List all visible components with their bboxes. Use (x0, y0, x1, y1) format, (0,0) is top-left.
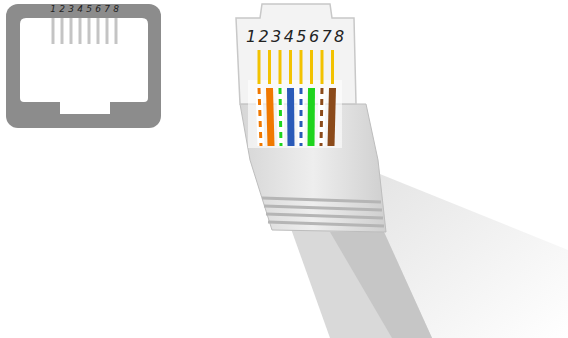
boot-ridge (262, 198, 381, 202)
pin-number: 4 (77, 5, 83, 14)
wire-stripe (280, 88, 281, 146)
boot-ridge (266, 214, 383, 218)
pin-number: 6 (95, 5, 101, 14)
wire-orange (270, 88, 272, 146)
wire-blue (287, 88, 295, 146)
pin-number: 3 (271, 29, 281, 45)
contact (310, 50, 313, 84)
jack-pin (115, 18, 118, 44)
contact (331, 50, 334, 84)
pin-number: 5 (86, 5, 92, 14)
wire-white-orange (259, 88, 261, 146)
jack-pin (70, 18, 73, 44)
contact (279, 50, 282, 84)
pin-number: 8 (113, 5, 119, 14)
contact (300, 50, 303, 84)
jack-body (6, 4, 161, 128)
wire-stripe (259, 88, 261, 146)
jack-pin (97, 18, 100, 44)
wire-white-brown (321, 88, 322, 146)
jack-pin (88, 18, 91, 44)
wire-stripe (321, 88, 322, 146)
jack-pin (79, 18, 82, 44)
boot-ridge (268, 222, 384, 226)
plug-contacts (259, 50, 333, 84)
jack-pin (52, 18, 55, 44)
jack-pin (106, 18, 109, 44)
pin-number: 3 (68, 5, 74, 14)
jack-opening (20, 18, 148, 114)
pin-number: 1 (50, 5, 56, 14)
pin-number: 4 (284, 29, 294, 45)
contact (321, 50, 324, 84)
wire-white-blue (298, 88, 305, 146)
pin-number: 5 (296, 29, 306, 45)
pin-number: 8 (334, 29, 344, 45)
plug-window (248, 80, 342, 148)
boot-ridges (262, 198, 384, 226)
cable-shade (330, 232, 432, 338)
pin-number: 7 (104, 5, 110, 14)
pin-number: 7 (322, 29, 332, 45)
contact (258, 50, 261, 84)
wire-white-green (280, 88, 281, 146)
jack-pins (53, 18, 116, 44)
jack-pin (61, 18, 64, 44)
pin-number: 6 (309, 29, 319, 45)
boot-ridge (264, 206, 382, 210)
pin-number: 2 (59, 5, 65, 14)
wire-green (308, 88, 316, 146)
contact (268, 50, 271, 84)
wire-brown (331, 88, 333, 146)
wire-stripe (300, 88, 303, 146)
pin-number: 2 (259, 29, 269, 45)
cable (290, 226, 432, 338)
contact (289, 50, 292, 84)
wires (259, 88, 333, 146)
pin-number: 1 (246, 29, 256, 45)
